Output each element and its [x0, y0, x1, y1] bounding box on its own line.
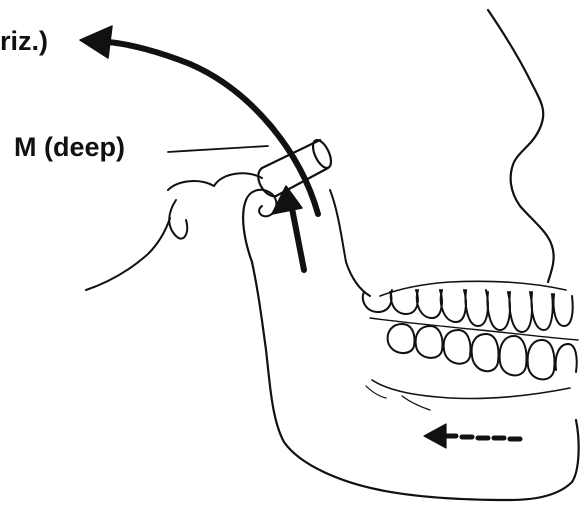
chin-shading: [402, 396, 430, 410]
face-profile: [488, 10, 554, 282]
jaw-ridge: [380, 281, 566, 296]
curved-arrow-head: [80, 26, 112, 58]
temporal-bone: [168, 173, 262, 190]
leader-line: [168, 146, 268, 152]
dashed-arrow-head: [424, 424, 446, 448]
ear-notch: [169, 200, 187, 239]
lower-teeth: [388, 324, 577, 379]
dashed-arrow: [446, 436, 520, 439]
posterior-skull: [86, 218, 170, 290]
top-label: riz.): [0, 28, 48, 55]
muscle-label: M (deep): [14, 134, 125, 161]
condyle-head: [246, 190, 276, 217]
ramus-front: [330, 190, 370, 296]
